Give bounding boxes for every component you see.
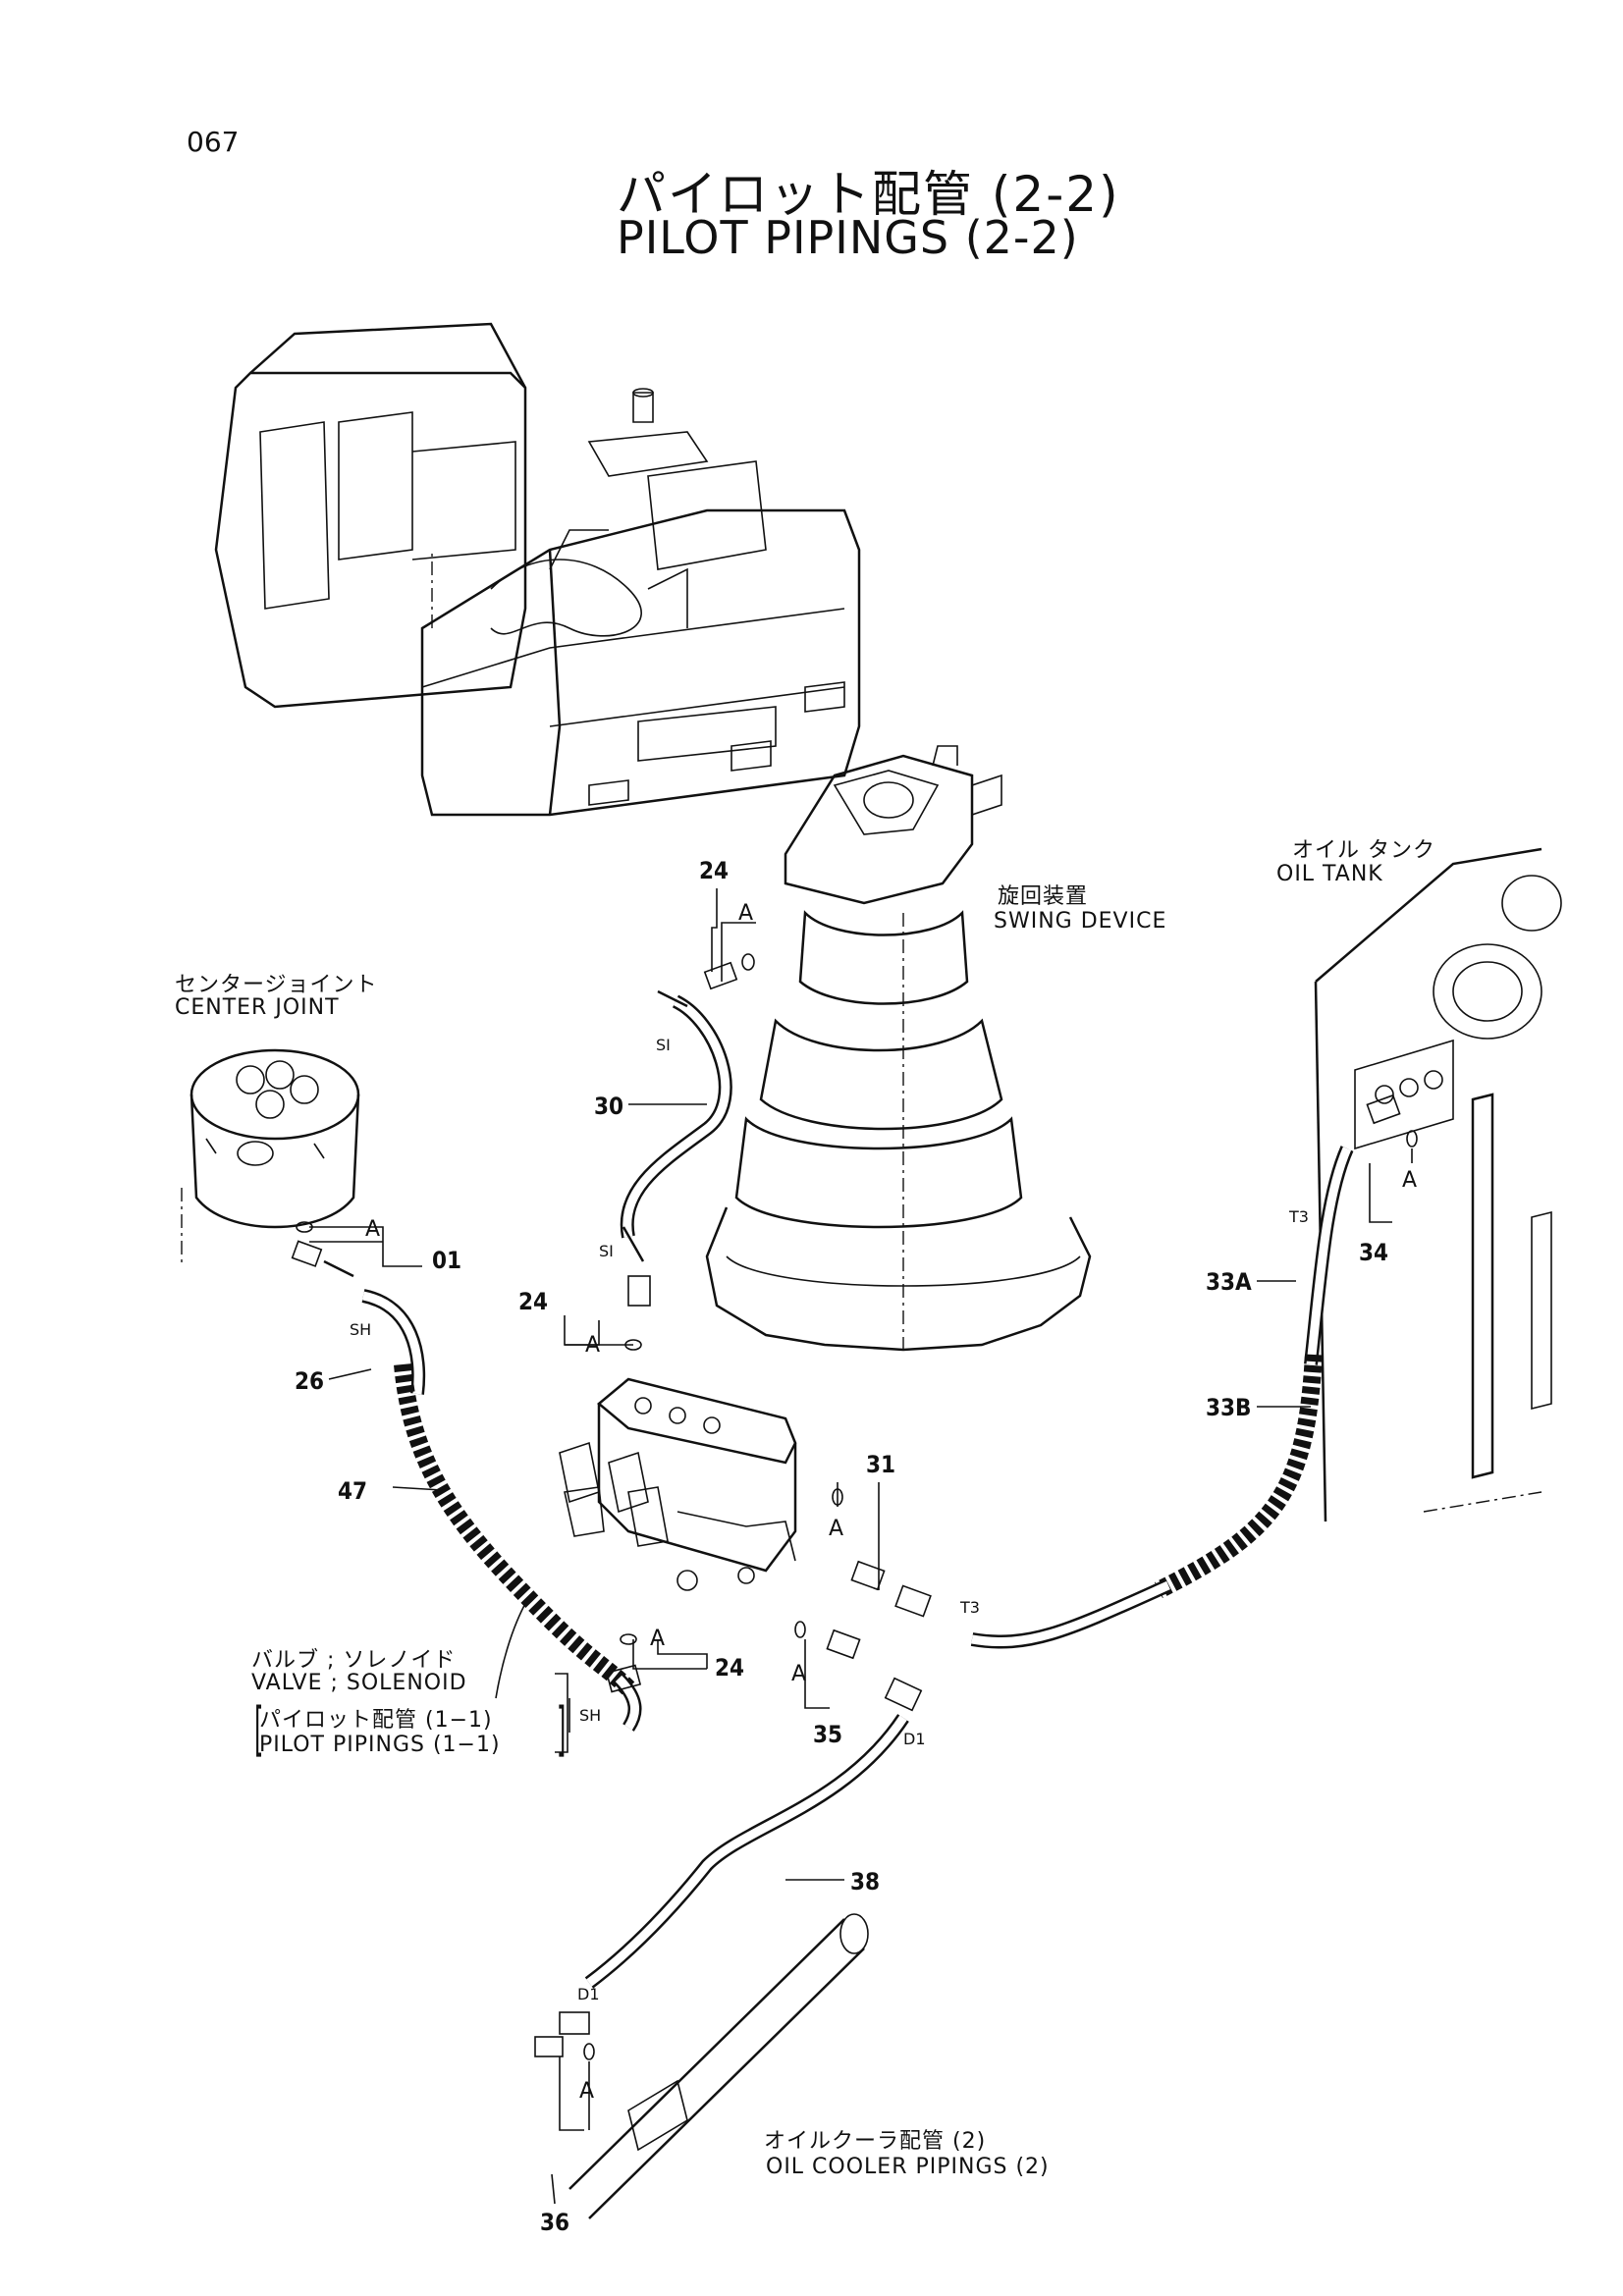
mark-a-center: A [365,1217,382,1242]
hose-47 [323,1259,642,1732]
callout-31: 31 [866,1451,896,1478]
page-title-english: PILOT PIPINGS (2-2) [617,211,1079,264]
excavator-upper-structure-illustration [214,322,861,817]
fittings [291,961,1401,2057]
callout-26: 26 [295,1367,325,1395]
callout-33b: 33B [1206,1394,1252,1421]
oil-tank-illustration [1314,847,1562,1522]
mark-a-31: A [829,1517,845,1541]
callout-38: 38 [850,1868,881,1896]
port-t3-valve: T3 [960,1598,980,1617]
hose-33 [970,1146,1354,1649]
mark-a-valve-bottom: A [650,1627,667,1651]
callout-01: 01 [432,1247,462,1274]
swing-device-illustration [705,745,1092,1355]
reference-bracket-right: ] [557,1695,567,1764]
page-title-japanese: パイロット配管 (2-2) [617,166,1120,223]
reference-bracket-left: [ [254,1695,264,1764]
callout-24-lower: 24 [715,1654,745,1682]
oil-tank-label-jp: オイル タンク [1292,838,1435,863]
hose-30 [620,989,732,1262]
valve-solenoid-label-en: VALVE ; SOLENOID [251,1671,467,1695]
callout-35: 35 [813,1721,843,1748]
oil-cooler-pipings-label-en: OIL COOLER PIPINGS (2) [766,2155,1050,2179]
page-number: 067 [187,126,240,158]
solenoid-valve-illustration [559,1377,797,1591]
callout-24-center: 24 [518,1288,549,1315]
callout-30: 30 [594,1093,624,1120]
leader-lines [309,888,1413,2205]
center-joint-label-jp: センタージョイント [175,973,378,997]
valve-solenoid-label-jp: バルブ ; ソレノイド [251,1648,457,1673]
oil-tank-label-en: OIL TANK [1276,862,1383,886]
mark-a-35: A [791,1662,808,1686]
swing-device-label-jp: 旋回装置 [998,884,1089,909]
port-sh-top: SH [350,1320,372,1339]
port-d1-top: D1 [903,1730,926,1748]
mark-a-36: A [579,2079,596,2104]
port-t3-tank: T3 [1289,1207,1309,1226]
port-si-bottom: SI [599,1242,614,1260]
port-si-top: SI [656,1036,671,1054]
callout-36: 36 [540,2209,570,2236]
center-joint-illustration [181,1048,360,1266]
pilot-pipings-reference-en: PILOT PIPINGS (1−1) [259,1733,501,1757]
port-sh-bottom: SH [579,1706,602,1725]
callout-47: 47 [338,1477,368,1505]
oil-cooler-pipe-illustration [568,1913,869,2219]
swing-device-label-en: SWING DEVICE [994,909,1167,934]
mark-a-34: A [1402,1168,1419,1193]
port-d1-bottom: D1 [577,1985,600,2003]
oil-cooler-pipings-label-jp: オイルクーラ配管 (2) [764,2129,987,2154]
callout-33a: 33A [1206,1268,1252,1296]
mark-a-valve-top: A [585,1333,602,1358]
center-joint-label-en: CENTER JOINT [175,995,340,1020]
callout-24-swing: 24 [699,857,730,884]
mark-a-swing: A [738,901,755,926]
pilot-pipings-reference-jp: パイロット配管 (1−1) [259,1708,493,1733]
hose-38 [584,1714,909,1989]
callout-34: 34 [1359,1239,1389,1266]
